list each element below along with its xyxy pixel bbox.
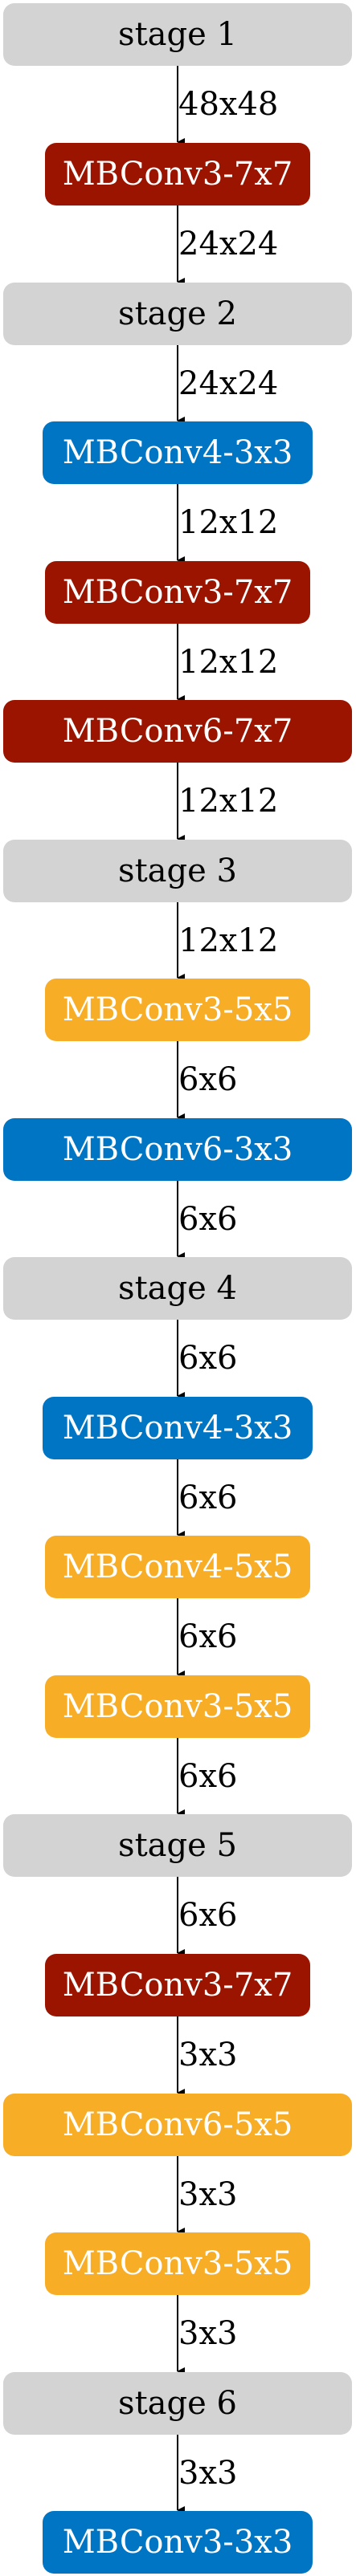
stage-node: stage 1 — [3, 3, 352, 66]
stage-node: stage 2 — [3, 283, 352, 345]
edge-label: 12x12 — [178, 783, 279, 820]
edge-label: 6x6 — [178, 1897, 238, 1934]
edge-label: 3x3 — [178, 2037, 238, 2073]
stage-node: stage 3 — [3, 840, 352, 902]
stage-node: stage 6 — [3, 2372, 352, 2435]
mbconv-node: MBConv4-3x3 — [43, 421, 313, 484]
edge-label: 24x24 — [178, 226, 279, 262]
edge-label: 6x6 — [178, 1618, 238, 1655]
mbconv-node: MBConv3-7x7 — [45, 1954, 310, 2016]
edge-label: 6x6 — [178, 1479, 238, 1516]
edge-label: 12x12 — [178, 922, 279, 959]
mbconv-node: MBConv6-5x5 — [3, 2094, 352, 2156]
edge-label: 3x3 — [178, 2455, 238, 2492]
mbconv-node: MBConv3-7x7 — [45, 561, 310, 624]
mbconv-node: MBConv4-5x5 — [45, 1536, 310, 1598]
edge-label: 6x6 — [178, 1201, 238, 1238]
stage-node: stage 5 — [3, 1814, 352, 1877]
mbconv-node: MBConv3-5x5 — [45, 2232, 310, 2295]
stage-node: stage 4 — [3, 1257, 352, 1320]
mbconv-node: MBConv3-5x5 — [45, 979, 310, 1041]
mbconv-node: MBConv3-3x3 — [43, 2511, 313, 2574]
edge-label: 12x12 — [178, 504, 279, 541]
mbconv-node: MBConv6-3x3 — [3, 1118, 352, 1181]
edge-label: 6x6 — [178, 1340, 238, 1377]
edge-label: 48x48 — [178, 86, 279, 123]
edge-label: 3x3 — [178, 2176, 238, 2213]
mbconv-node: MBConv4-3x3 — [43, 1397, 313, 1459]
edge-label: 3x3 — [178, 2315, 238, 2352]
edge-label: 6x6 — [178, 1758, 238, 1795]
mbconv-node: MBConv3-5x5 — [45, 1675, 310, 1738]
edge-label: 24x24 — [178, 365, 279, 402]
mbconv-node: MBConv6-7x7 — [3, 700, 352, 763]
edge-label: 6x6 — [178, 1061, 238, 1098]
mbconv-node: MBConv3-7x7 — [45, 143, 310, 206]
edge-label: 12x12 — [178, 644, 279, 681]
